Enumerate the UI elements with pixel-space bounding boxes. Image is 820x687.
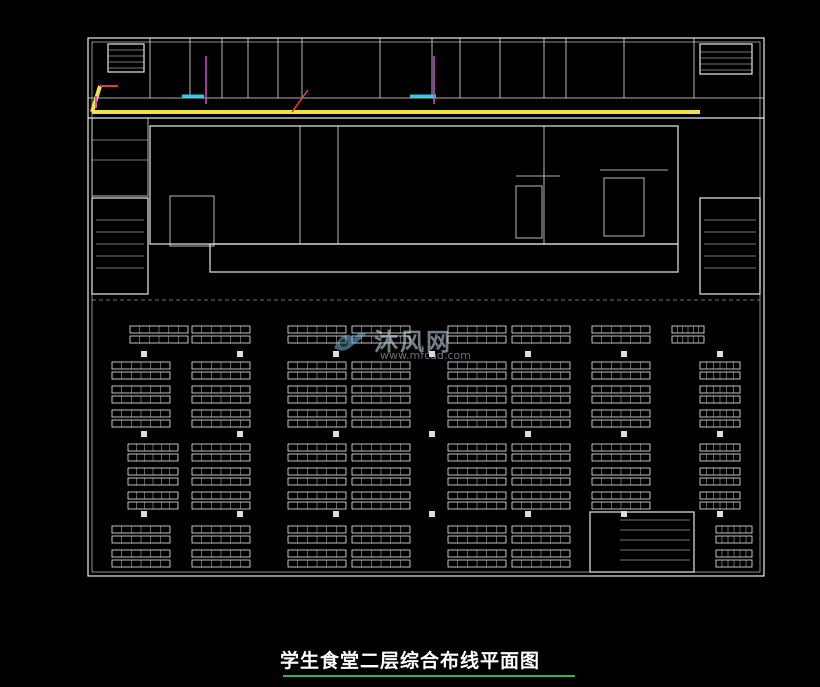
stair-top-right xyxy=(699,43,753,75)
kitchen-block xyxy=(149,125,679,245)
structural-column xyxy=(525,351,531,357)
stair-top-left xyxy=(107,43,145,73)
structural-column xyxy=(237,351,243,357)
structural-column xyxy=(141,511,147,517)
title-underline xyxy=(283,675,575,677)
structural-column xyxy=(333,511,339,517)
structural-column xyxy=(429,351,435,357)
structural-column xyxy=(141,431,147,437)
watermark: 沐风网 www.mfcad.com xyxy=(330,322,500,368)
watermark-text: 沐风网 xyxy=(374,328,452,356)
structural-column xyxy=(525,511,531,517)
structural-column xyxy=(141,351,147,357)
stair-left xyxy=(91,197,149,295)
structural-column xyxy=(237,431,243,437)
watermark-url: www.mfcad.com xyxy=(380,349,471,362)
floor-plan-drawing xyxy=(87,37,765,577)
structural-column xyxy=(237,511,243,517)
structural-column xyxy=(717,511,723,517)
structural-column xyxy=(621,351,627,357)
structural-column xyxy=(717,431,723,437)
stair-right xyxy=(699,197,761,295)
structural-column xyxy=(621,511,627,517)
structural-column xyxy=(333,351,339,357)
structural-column xyxy=(621,431,627,437)
structural-columns xyxy=(141,351,723,517)
structural-column xyxy=(525,431,531,437)
drawing-title: 学生食堂二层综合布线平面图 xyxy=(279,650,540,672)
structural-column xyxy=(333,431,339,437)
watermark-logo-icon xyxy=(334,332,366,351)
outer-wall xyxy=(87,37,765,577)
dining-tables xyxy=(111,325,753,568)
structural-column xyxy=(429,431,435,437)
structural-column xyxy=(429,511,435,517)
stair-bottom xyxy=(589,511,695,573)
serving-counter xyxy=(209,243,679,273)
structural-column xyxy=(717,351,723,357)
